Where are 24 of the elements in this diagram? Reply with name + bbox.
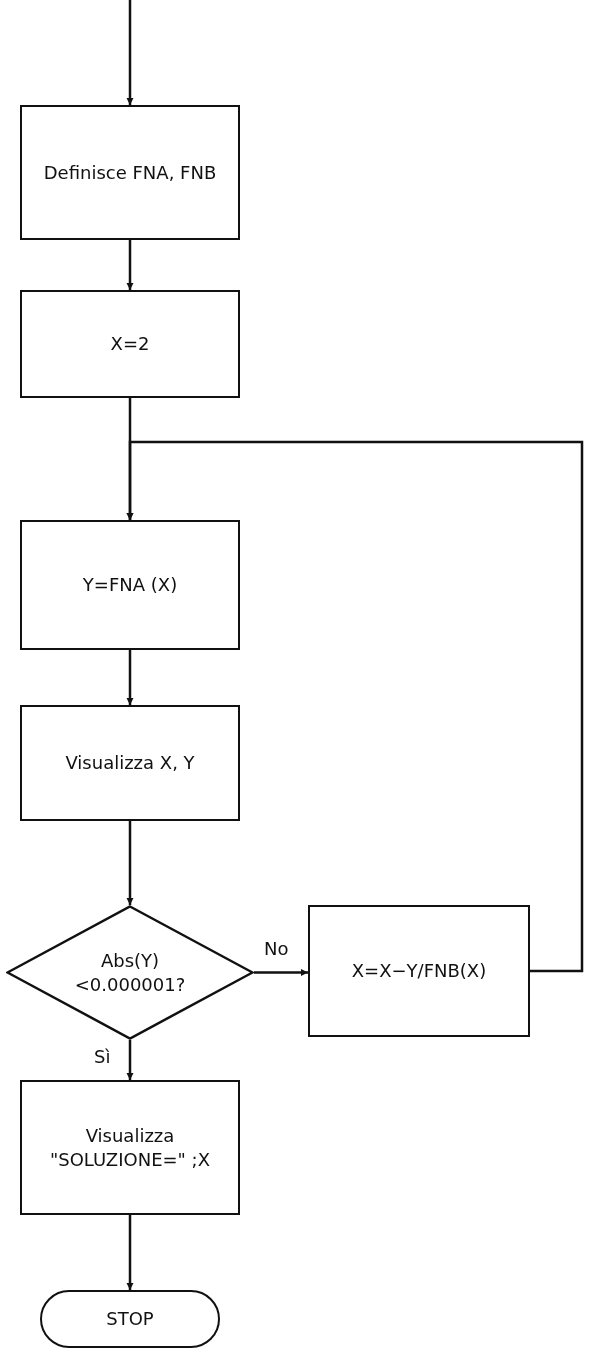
process-box <box>20 290 240 398</box>
node-text: X=X−Y/FNB(X) <box>351 959 487 983</box>
arrow <box>126 440 584 973</box>
arrow <box>254 969 308 976</box>
process-box <box>308 905 530 1037</box>
arrow <box>126 821 134 905</box>
process-box <box>20 1080 240 1215</box>
terminal-box <box>40 1290 220 1348</box>
node-text: X=2 <box>110 332 150 356</box>
process-box <box>20 520 240 650</box>
arrow <box>126 650 134 705</box>
arrow <box>126 1215 134 1290</box>
node-text: Visualizza X, Y <box>65 751 195 775</box>
process-box <box>20 705 240 821</box>
arrow <box>126 240 134 290</box>
arrow <box>126 0 134 105</box>
node-text: Abs(Y) <0.000001? <box>73 949 187 996</box>
node-text: Definisce FNA, FNB <box>43 160 217 185</box>
decision-diamond <box>6 905 254 1040</box>
node-text: Visualizza "SOLUZIONE=" ;X <box>49 1124 211 1171</box>
process-box <box>20 105 240 240</box>
node-text: Y=FNA (X) <box>82 573 178 597</box>
node-text: STOP <box>106 1307 154 1331</box>
arrow <box>126 1040 134 1080</box>
